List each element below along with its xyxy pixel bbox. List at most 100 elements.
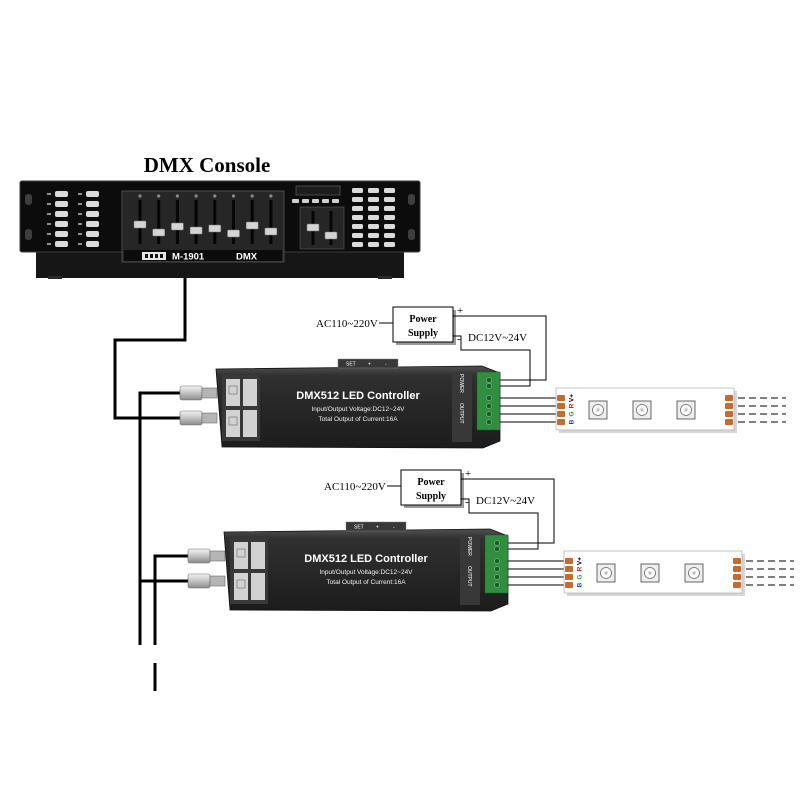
power-tag: POWER [466,537,472,556]
master-fader-panel [299,206,345,250]
master-fader-slot [329,211,333,245]
console-model-label: M-1901 [172,252,205,263]
power-supply-box [400,469,462,506]
dmx-in-jack [179,385,218,401]
terminal-tag-panel [460,535,480,605]
dmx-in-jack [187,548,226,564]
dc-plus-wire [461,478,555,544]
terminal-screw [486,411,492,417]
master-fader-knob [324,231,338,240]
controller-current-spec: Total Output of Current:16A [318,416,398,423]
power-supply-label-line2: Supply [408,328,438,339]
brand-logo-mark [145,254,148,258]
dmx512-led-controller: SET + - DMX512 LED Controller Input/Outp… [179,358,501,449]
fader-knob [264,227,278,236]
terminal-screw [494,574,500,580]
console-button [55,191,68,197]
strip-pin-label-r: R [577,566,584,571]
jack-socket [209,550,226,562]
set-label: SET [346,362,356,368]
console-button [368,206,379,211]
rack-hole [25,229,32,240]
rgb-led-strip: V+ R G B [563,550,794,596]
fader-knob [227,229,240,238]
console-controls [47,185,395,250]
led-die [596,408,600,412]
set-plus-label: + [368,362,371,368]
brand-logo-mark [155,254,158,258]
solder-pad [733,558,741,564]
fader-knob [245,221,259,230]
terminal-screw [494,546,500,552]
strip-pin-label-r: R [569,403,576,408]
terminal-screw [494,540,500,546]
solder-pad [557,395,565,401]
console-button [384,197,395,202]
console-button [368,224,379,229]
terminal-screw [486,395,492,401]
console-button [86,231,99,237]
dc-plus-sign: + [465,468,471,480]
console-display [295,185,341,196]
rack-hole [408,194,415,205]
signal-port-sticker [226,410,240,437]
controller-unit: Power Supply AC110~220V + - DC12V~24V SE… [179,305,786,449]
console-button [384,215,395,220]
signal-port-symbol [228,385,238,395]
terminal-screw [486,419,492,425]
dmx-out-jack [179,410,218,426]
set-button-tab [345,521,407,532]
power-tag: POWER [458,374,464,393]
fader-slot [213,200,217,244]
console-title: DMX Console [144,153,271,177]
terminal-screw [486,383,492,389]
led-strip-components [565,558,794,588]
led-die [684,408,688,412]
dmx-console: M-1901 DMX [19,180,421,279]
console-button [352,215,363,220]
dc-minus-sign: - [465,496,469,508]
button-label-mark [47,233,51,235]
brand-logo-mark [150,254,153,258]
controller-voltage-spec: Input/Output Voltage:DC12~24V [319,569,413,576]
signal-port-symbol [228,416,238,426]
brand-logo [142,252,166,260]
power-supply-label-line1: Power [409,314,437,325]
dc-minus-wire [461,498,539,550]
signal-port-sticker [243,379,257,406]
console-mode-label: DMX [236,252,258,263]
jack-plug [187,548,211,564]
controller-title: DMX512 LED Controller [304,553,428,565]
button-label-mark [78,223,82,225]
solder-pad [565,558,573,564]
channel-led [269,194,273,198]
solder-pad [725,403,733,409]
terminal-screw [494,566,500,572]
signal-port-sticker [243,410,257,437]
jack-socket [201,412,218,424]
console-button [55,231,68,237]
console-button [384,224,395,229]
console-button [86,201,99,207]
console-button [55,241,68,247]
set-minus-label: - [393,525,395,531]
signal-port-sticker [251,573,265,600]
console-button [86,191,99,197]
output-tag: OUTPUT [458,403,464,424]
console-small-button [292,199,299,203]
dmx-cable-controller-1-out [138,391,181,645]
button-label-mark [78,233,82,235]
channel-led [157,194,161,198]
jack-socket [209,575,226,587]
output-tag: OUTPUT [466,566,472,587]
terminal-screw [494,582,500,588]
dmx-cable-controller-2-in [153,554,189,645]
dc-plus-wire [453,315,547,381]
terminal-block [484,534,509,594]
output-wires [500,397,557,423]
solder-pad [565,566,573,572]
dc-plus-sign: + [457,305,463,317]
solder-pad [565,582,573,588]
fader-knob [171,222,184,231]
